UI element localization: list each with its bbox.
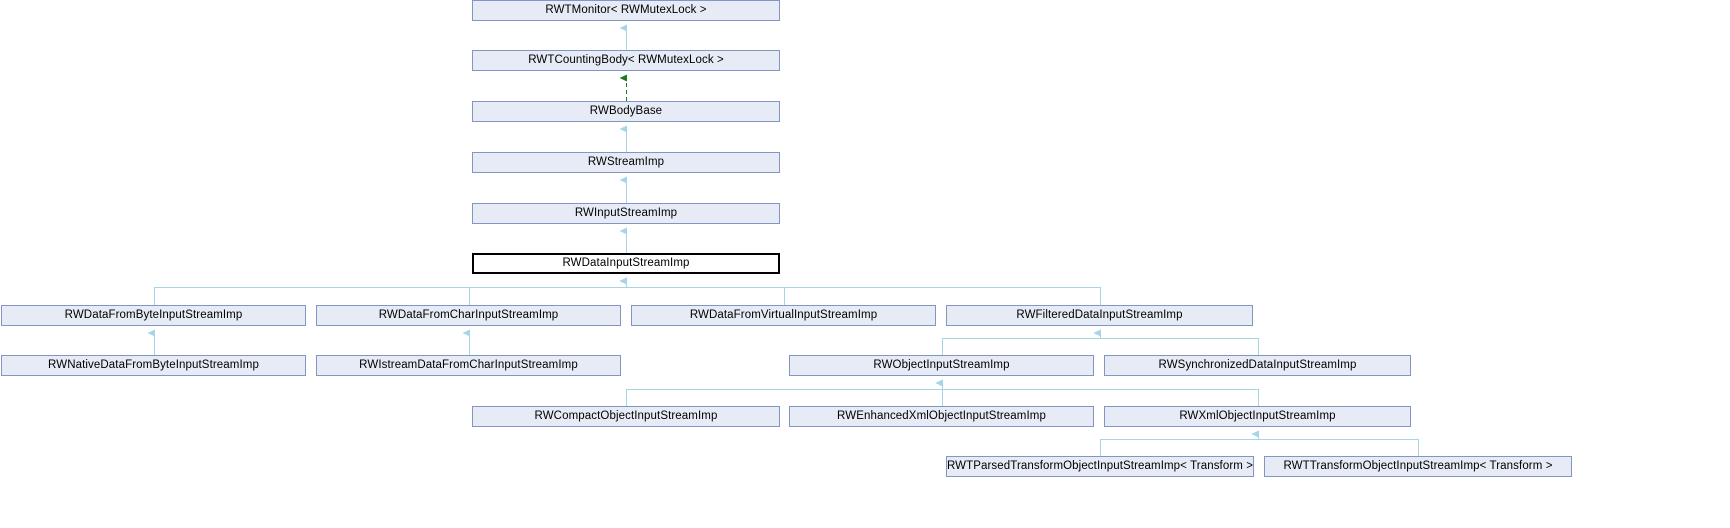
inheritance-edge [619, 277, 785, 305]
inheritance-edge [935, 379, 1259, 406]
class-node-label: RWDataInputStreamImp [562, 256, 690, 269]
class-node[interactable]: RWDataFromCharInputStreamImp [316, 305, 621, 326]
class-node[interactable]: RWIstreamDataFromCharInputStreamImp [316, 355, 621, 376]
class-node-label: RWObjectInputStreamImp [873, 358, 1010, 371]
class-node[interactable]: RWDataFromByteInputStreamImp [1, 305, 306, 326]
inheritance-edge [1100, 430, 1259, 456]
class-node[interactable]: RWDataFromVirtualInputStreamImp [631, 305, 936, 326]
class-node[interactable]: RWFilteredDataInputStreamImp [946, 305, 1253, 326]
class-node-label: RWTParsedTransformObjectInputStreamImp< … [946, 459, 1254, 472]
inheritance-edge [1251, 430, 1419, 456]
class-node[interactable]: RWXmlObjectInputStreamImp [1104, 406, 1411, 427]
inheritance-edge [619, 277, 1101, 305]
inheritance-edge [626, 379, 943, 406]
class-node-label: RWStreamImp [587, 155, 665, 168]
class-node[interactable]: RWObjectInputStreamImp [789, 355, 1094, 376]
class-node-label: RWDataFromByteInputStreamImp [64, 308, 243, 321]
class-node-label: RWCompactObjectInputStreamImp [534, 409, 718, 422]
class-node[interactable]: RWBodyBase [472, 101, 780, 122]
class-node-label: RWTMonitor< RWMutexLock > [545, 3, 707, 16]
inheritance-edge [942, 329, 1101, 355]
class-node[interactable]: RWCompactObjectInputStreamImp [472, 406, 780, 427]
class-node-label: RWTTransformObjectInputStreamImp< Transf… [1283, 459, 1553, 472]
class-node[interactable]: RWTMonitor< RWMutexLock > [472, 0, 780, 21]
class-node-label: RWBodyBase [589, 104, 663, 117]
inheritance-edge [154, 277, 627, 305]
class-node[interactable]: RWTTransformObjectInputStreamImp< Transf… [1264, 456, 1572, 477]
class-node-label: RWInputStreamImp [574, 206, 678, 219]
class-node[interactable]: RWInputStreamImp [472, 203, 780, 224]
class-node-label: RWEnhancedXmlObjectInputStreamImp [837, 409, 1046, 422]
class-node-label: RWTCountingBody< RWMutexLock > [528, 53, 724, 66]
class-node[interactable]: RWTParsedTransformObjectInputStreamImp< … [946, 456, 1254, 477]
class-node-label: RWIstreamDataFromCharInputStreamImp [359, 358, 578, 371]
class-node[interactable]: RWSynchronizedDataInputStreamImp [1104, 355, 1411, 376]
class-node-label: RWXmlObjectInputStreamImp [1179, 409, 1336, 422]
inheritance-edge [469, 277, 627, 305]
class-node[interactable]: RWTCountingBody< RWMutexLock > [472, 50, 780, 71]
class-node-label: RWDataFromVirtualInputStreamImp [689, 308, 878, 321]
class-node[interactable]: RWDataInputStreamImp [472, 253, 780, 274]
class-node[interactable]: RWEnhancedXmlObjectInputStreamImp [789, 406, 1094, 427]
inheritance-edge [1093, 329, 1259, 355]
class-node-label: RWFilteredDataInputStreamImp [1016, 308, 1183, 321]
class-node[interactable]: RWStreamImp [472, 152, 780, 173]
class-node[interactable]: RWNativeDataFromByteInputStreamImp [1, 355, 306, 376]
class-node-label: RWDataFromCharInputStreamImp [378, 308, 559, 321]
class-node-label: RWSynchronizedDataInputStreamImp [1158, 358, 1357, 371]
class-node-label: RWNativeDataFromByteInputStreamImp [48, 358, 259, 371]
